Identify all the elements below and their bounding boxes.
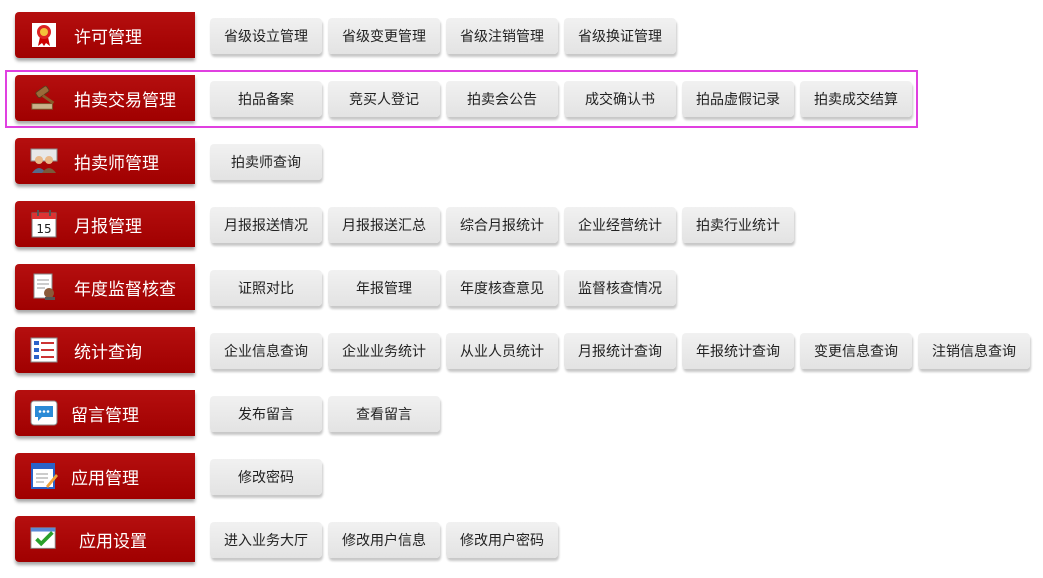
submenu-button[interactable]: 修改用户信息 bbox=[328, 522, 440, 558]
auction-gavel-icon bbox=[30, 84, 58, 112]
calendar-day: 15 bbox=[36, 222, 51, 236]
submenu-button[interactable]: 年度核查意见 bbox=[446, 270, 558, 306]
submenu-button[interactable]: 拍卖会公告 bbox=[446, 81, 558, 117]
submenu-button[interactable]: 综合月报统计 bbox=[446, 207, 558, 243]
submenu-button[interactable]: 年报统计查询 bbox=[682, 333, 794, 369]
submenu-button[interactable]: 年报管理 bbox=[328, 270, 440, 306]
submenu-button[interactable]: 企业经营统计 bbox=[564, 207, 676, 243]
submenu-button[interactable]: 竞买人登记 bbox=[328, 81, 440, 117]
submenu-button[interactable]: 企业业务统计 bbox=[328, 333, 440, 369]
submenu-button[interactable]: 省级变更管理 bbox=[328, 18, 440, 54]
submenu-button[interactable]: 拍品虚假记录 bbox=[682, 81, 794, 117]
category-auction-trade[interactable]: 拍卖交易管理 bbox=[15, 75, 195, 121]
category-label: 许可管理 bbox=[74, 27, 142, 48]
submenu-button[interactable]: 注销信息查询 bbox=[918, 333, 1030, 369]
submenu-button[interactable]: 发布留言 bbox=[210, 396, 322, 432]
category-label: 应用设置 bbox=[79, 531, 147, 552]
submenu-button[interactable]: 修改用户密码 bbox=[446, 522, 558, 558]
message-bubble-icon bbox=[30, 399, 58, 427]
submenu-button[interactable]: 查看留言 bbox=[328, 396, 440, 432]
submenu-button[interactable]: 修改密码 bbox=[210, 459, 322, 495]
category-label: 留言管理 bbox=[71, 405, 139, 426]
submenu-button[interactable]: 拍卖行业统计 bbox=[682, 207, 794, 243]
settings-check-icon bbox=[30, 525, 58, 553]
category-auctioneer[interactable]: 拍卖师管理 bbox=[15, 138, 195, 184]
submenu-button[interactable]: 进入业务大厅 bbox=[210, 522, 322, 558]
submenu-button[interactable]: 月报报送情况 bbox=[210, 207, 322, 243]
submenu-button[interactable]: 变更信息查询 bbox=[800, 333, 912, 369]
people-icon bbox=[30, 147, 58, 175]
submenu-button[interactable]: 从业人员统计 bbox=[446, 333, 558, 369]
submenu-button[interactable]: 拍卖师查询 bbox=[210, 144, 322, 180]
category-label: 拍卖交易管理 bbox=[74, 90, 176, 111]
category-license[interactable]: 许可管理 bbox=[15, 12, 195, 58]
submenu-button[interactable]: 月报统计查询 bbox=[564, 333, 676, 369]
inspection-icon bbox=[30, 273, 58, 301]
statistics-list-icon bbox=[30, 336, 58, 364]
category-label: 应用管理 bbox=[71, 468, 139, 489]
category-label: 年度监督核查 bbox=[74, 279, 176, 300]
category-monthly-report[interactable]: 15 月报管理 bbox=[15, 201, 195, 247]
submenu-button[interactable]: 月报报送汇总 bbox=[328, 207, 440, 243]
category-app-management[interactable]: 应用管理 bbox=[15, 453, 195, 499]
submenu-button[interactable]: 拍品备案 bbox=[210, 81, 322, 117]
award-ribbon-icon bbox=[30, 21, 58, 49]
edit-form-icon bbox=[30, 462, 58, 490]
category-statistics[interactable]: 统计查询 bbox=[15, 327, 195, 373]
submenu-button[interactable]: 省级设立管理 bbox=[210, 18, 322, 54]
category-annual-inspection[interactable]: 年度监督核查 bbox=[15, 264, 195, 310]
submenu-button[interactable]: 拍卖成交结算 bbox=[800, 81, 912, 117]
submenu-button[interactable]: 监督核查情况 bbox=[564, 270, 676, 306]
selection-highlight bbox=[5, 70, 918, 128]
submenu-button[interactable]: 成交确认书 bbox=[564, 81, 676, 117]
calendar-icon: 15 bbox=[30, 210, 58, 238]
category-label: 拍卖师管理 bbox=[74, 153, 159, 174]
submenu-button[interactable]: 省级注销管理 bbox=[446, 18, 558, 54]
category-messages[interactable]: 留言管理 bbox=[15, 390, 195, 436]
submenu-button[interactable]: 省级换证管理 bbox=[564, 18, 676, 54]
category-label: 统计查询 bbox=[74, 342, 142, 363]
category-label: 月报管理 bbox=[74, 216, 142, 237]
submenu-button[interactable]: 证照对比 bbox=[210, 270, 322, 306]
category-app-settings[interactable]: 应用设置 bbox=[15, 516, 195, 562]
submenu-button[interactable]: 企业信息查询 bbox=[210, 333, 322, 369]
